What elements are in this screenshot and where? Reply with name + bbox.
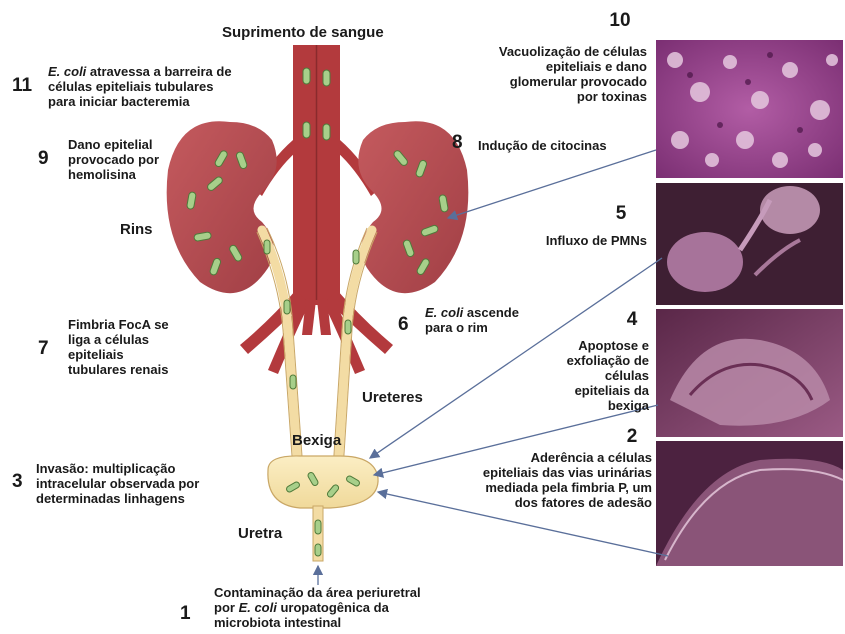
urethra-label: Uretra (238, 525, 282, 542)
step-8-text: Indução de citocinas (478, 138, 648, 153)
ureters-label: Ureteres (362, 389, 423, 406)
sem-photo-2 (656, 441, 843, 566)
step-4-number: 4 (617, 309, 647, 331)
step-6-text: E. coli ascende para o rim (425, 305, 545, 335)
histology-photo-10 (656, 40, 843, 178)
step-8-number: 8 (452, 132, 463, 154)
step-1-text: Contaminação da área periuretral por E. … (214, 585, 474, 630)
step-5-number: 5 (606, 203, 636, 225)
step-3-number: 3 (12, 471, 23, 493)
bladder-shape (268, 456, 378, 508)
kidneys-label: Rins (120, 221, 153, 238)
sem-photo-4 (656, 309, 843, 437)
step-7-number: 7 (38, 338, 49, 360)
step-5-text: Influxo de PMNs (505, 233, 647, 248)
sem-photo-5 (656, 183, 843, 305)
step-11-text: E. coli atravessa a barreira de células … (48, 64, 283, 109)
blood-supply-label: Suprimento de sangue (222, 24, 384, 41)
step-6-number: 6 (398, 314, 409, 336)
step-9-number: 9 (38, 148, 49, 170)
step-11-number: 11 (12, 75, 32, 97)
step-10-number: 10 (600, 10, 640, 32)
step-1-number: 1 (180, 603, 191, 625)
step-2-number: 2 (617, 426, 647, 448)
bladder-label: Bexiga (292, 432, 341, 449)
